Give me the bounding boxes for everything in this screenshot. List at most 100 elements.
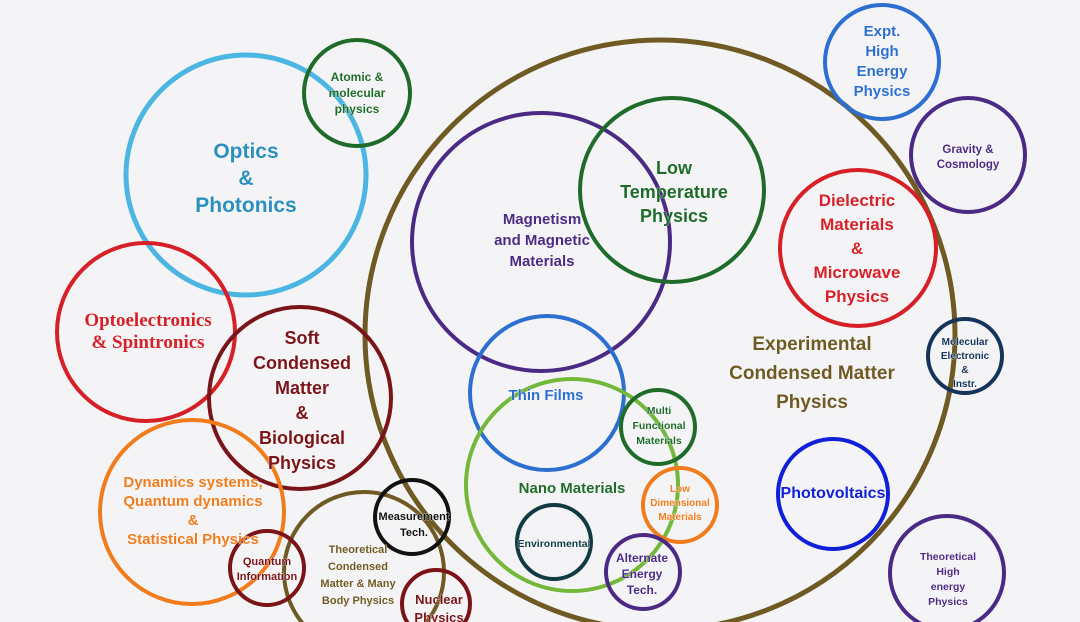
- label-line: Gravity &: [942, 144, 993, 156]
- label-line: Nuclear: [415, 592, 463, 607]
- label-line: Alternate: [616, 551, 668, 565]
- label-line: physics: [335, 102, 380, 116]
- label-line: Materials: [658, 512, 702, 523]
- label-line: Low: [670, 484, 690, 495]
- label-line: Low: [656, 158, 693, 178]
- label-line: Cosmology: [937, 159, 1000, 171]
- circle-molecular-el: [926, 317, 1004, 395]
- label-line: &: [851, 239, 863, 258]
- label-line: Instr.: [953, 379, 977, 390]
- label-line: energy: [931, 581, 966, 593]
- label-line: Physics: [928, 596, 968, 608]
- circle-layer: [55, 3, 1027, 622]
- circle-environmental: [515, 503, 593, 581]
- label-line: Information: [237, 571, 298, 583]
- label-line: Measurement: [379, 511, 450, 523]
- label-gravity: Gravity & Cosmology: [937, 144, 1000, 171]
- label-line: Energy: [857, 63, 909, 80]
- circle-measurement: [373, 478, 451, 556]
- label-line: Matter: [275, 378, 329, 398]
- label-line: Dynamics systems,: [123, 474, 262, 491]
- label-line: Optics: [213, 140, 278, 163]
- circle-alternate: [604, 533, 682, 611]
- label-dynamics: Dynamics systems, Quantum dynamics & Statis…: [123, 474, 262, 548]
- label-line: Microwave: [814, 263, 901, 282]
- circle-photovoltaics: [776, 437, 890, 551]
- label-line: &: [188, 512, 199, 529]
- label-optics: Optics&Photonics: [195, 140, 297, 217]
- label-line: molecular: [329, 86, 386, 100]
- label-line: Experimental: [752, 334, 871, 355]
- label-line: Energy: [622, 567, 663, 581]
- label-line: Biological: [259, 428, 345, 448]
- label-line: Molecular: [942, 337, 989, 348]
- label-line: Physics: [825, 287, 889, 306]
- label-line: Materials: [820, 215, 894, 234]
- label-line: Condensed: [328, 561, 388, 573]
- circle-multifunctional: [619, 388, 697, 466]
- label-line: Electronic: [941, 351, 990, 362]
- label-nano: Nano Materials: [519, 480, 626, 497]
- label-line: Dimensional: [650, 498, 710, 509]
- label-line: Statistical Physics: [127, 531, 259, 548]
- label-line: Soft: [285, 328, 320, 348]
- label-line: Thin Films: [509, 387, 584, 404]
- label-line: High: [865, 43, 898, 60]
- circle-nano: [464, 377, 680, 593]
- label-line: Expt.: [864, 23, 901, 40]
- label-thin-films: Thin Films: [509, 387, 584, 404]
- label-line: Matter & Many: [320, 578, 396, 590]
- label-line: Condensed Matter: [729, 363, 895, 384]
- label-line: Physics: [414, 610, 463, 622]
- label-line: Tech.: [400, 527, 428, 539]
- label-line: Theoretical: [920, 551, 976, 563]
- label-line: Physics: [268, 453, 336, 473]
- label-line: Physics: [854, 83, 911, 100]
- circle-nuclear: [400, 568, 472, 622]
- label-line: and Magnetic: [494, 232, 590, 249]
- label-line: Functional: [632, 420, 685, 432]
- label-line: &: [961, 365, 968, 376]
- label-line: Quantum dynamics: [123, 493, 262, 510]
- label-line: Quantum: [243, 556, 291, 568]
- label-line: Dielectric: [819, 191, 896, 210]
- circle-expt-hep: [823, 3, 941, 121]
- label-line: Magnetism: [503, 211, 581, 228]
- label-line: &: [296, 403, 309, 423]
- label-line: Condensed: [253, 353, 351, 373]
- label-line: Multi: [647, 405, 672, 417]
- label-line: Theoretical: [329, 544, 388, 556]
- circle-dynamics: [98, 418, 286, 606]
- label-line: Photovoltaics: [781, 485, 886, 502]
- label-line: Physics: [640, 206, 708, 226]
- label-environmental: Environmental: [518, 538, 591, 550]
- circle-optics: [123, 52, 369, 298]
- label-line: Tech.: [627, 583, 657, 597]
- label-line: Materials: [636, 435, 682, 447]
- label-line: Optoelectronics: [84, 310, 211, 331]
- label-line: High: [936, 566, 959, 578]
- label-line: &: [238, 167, 253, 190]
- label-line: Physics: [776, 392, 848, 413]
- label-line: Body Physics: [322, 595, 394, 607]
- circle-soft: [207, 305, 393, 491]
- circle-gravity: [909, 96, 1027, 214]
- circle-low-dim: [641, 466, 719, 544]
- label-optoelectronics: Optoelectronics& Spintronics: [84, 310, 211, 353]
